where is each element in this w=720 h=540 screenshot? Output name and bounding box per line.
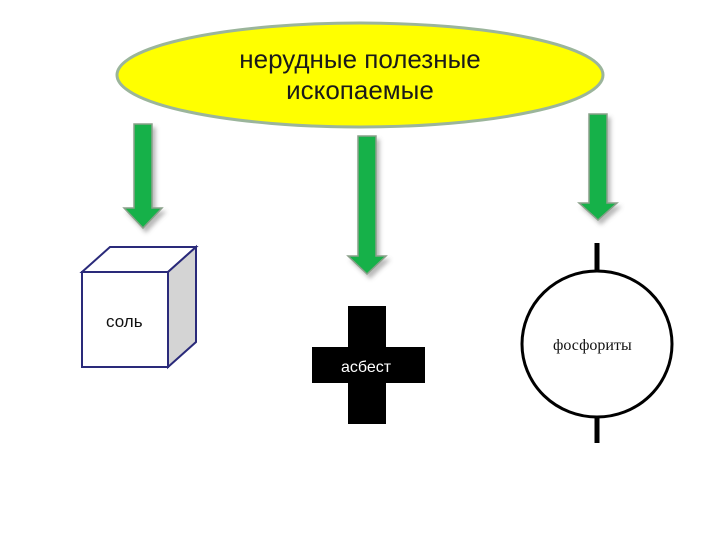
label-phosphorites: фосфориты	[553, 337, 632, 354]
arrow-right	[577, 113, 619, 222]
arrow-middle	[346, 135, 388, 276]
title-line-2: ископаемые	[286, 75, 434, 105]
cross-shape	[312, 306, 425, 424]
title-line-1: нерудные полезные	[239, 44, 481, 74]
title-ellipse	[115, 21, 605, 129]
arrow-left	[122, 123, 164, 230]
circle-shape	[520, 243, 674, 443]
page-title: нерудные полезные ископаемые	[190, 44, 530, 106]
label-salt: соль	[106, 312, 143, 331]
cube-shape	[79, 244, 199, 370]
label-asbestos: асбест	[341, 359, 392, 376]
